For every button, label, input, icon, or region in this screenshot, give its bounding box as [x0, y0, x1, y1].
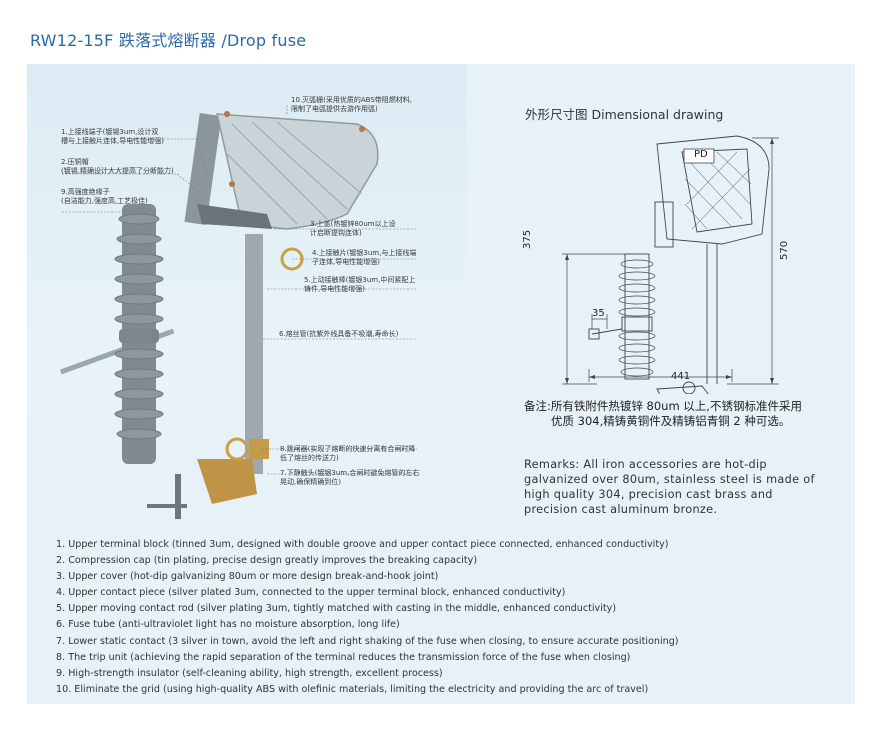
remarks-english: Remarks: All iron accessories are hot-di…: [524, 458, 815, 516]
callout-2-line2: (镀锡,精确设计大大提高了分断能力): [61, 167, 174, 175]
list-item: 8. The trip unit (achieving the rapid se…: [56, 651, 631, 663]
note-chinese-line1: 备注:所有铁附件热镀锌 80um 以上,不锈钢标准件采用: [524, 399, 802, 413]
callout-9-line1: 9.高强度绝缘子: [61, 188, 110, 196]
feature-list: 1. Upper terminal block (tinned 3um, des…: [56, 537, 679, 698]
dimensional-drawing: [562, 135, 779, 394]
list-item: 1. Upper terminal block (tinned 3um, des…: [56, 539, 669, 550]
list-item: 3. Upper cover (hot-dip galvanizing 80um…: [56, 571, 439, 583]
drop-fuse-illustration: [59, 104, 417, 519]
list-item: 2. Compression cap (tin plating, precise…: [56, 555, 478, 567]
note-chinese-line2: 优质 304,精铸黄铜件及精铸铝青铜 2 种可选。: [551, 414, 791, 428]
list-item: 4. Upper contact piece (silver plated 3u…: [56, 587, 566, 599]
page-title: RW12-15F 跌落式熔断器 /Drop fuse: [30, 31, 307, 50]
callout-7-line2: 晃动,确保精确到位): [280, 478, 341, 486]
callout-10-line1: 10.灭弧栅(采用优质的ABS带阻燃材料,: [291, 96, 412, 104]
dim-570-label: 570: [779, 240, 790, 260]
callout-8-line1: 8.跳闸器(实现了熔断的快速分离有合闸时降: [280, 445, 416, 453]
dim-441-label: 441: [671, 371, 691, 382]
list-item: 5. Upper moving contact rod (silver plat…: [56, 603, 617, 615]
dim-375-label: 375: [522, 229, 533, 249]
callout-7-line1: 7.下静触头(镀银3um,合闸时避免熔管的左右: [280, 469, 420, 477]
product-photo: 10.灭弧栅(采用优质的ABS带阻燃材料, 限制了电弧提供去游作用弧) 1.上接…: [27, 64, 467, 534]
callout-5-line1: 5.上动接触棒(镀银3um,中间紧配上: [304, 276, 416, 284]
callout-2-line1: 2.压铜帽: [61, 158, 89, 166]
callout-1-line2: 槽与上接触片连体,导电性能增强): [61, 137, 164, 145]
callout-4-line1: 4.上接触片(镀银3um,与上接线端: [312, 249, 417, 257]
pd-label: PD: [694, 149, 708, 160]
callout-3-line2: 计启断提钩连体): [310, 229, 362, 237]
note-chinese: 备注:所有铁附件热镀锌 80um 以上,不锈钢标准件采用 优质 304,精铸黄铜…: [524, 399, 844, 429]
callout-10-line2: 限制了电弧提供去游作用弧): [291, 105, 378, 113]
list-item: 9. High-strength insulator (self-cleanin…: [56, 667, 443, 679]
list-item: 10. Eliminate the grid (using high-quali…: [56, 683, 649, 695]
product-panel: 10.灭弧栅(采用优质的ABS带阻燃材料, 限制了电弧提供去游作用弧) 1.上接…: [27, 64, 855, 704]
callout-6: 6.熔丝管(抗紫外线具备不吸潮,寿命长): [279, 330, 399, 338]
callout-5-line2: 铸件,导电性能增强): [304, 285, 365, 293]
dimensional-drawing-title: 外形尺寸图 Dimensional drawing: [525, 107, 724, 122]
dim-35-label: 35: [592, 308, 605, 319]
callout-4-line2: 子连体,导电性能增强): [312, 258, 380, 266]
callout-3-line1: 3.上盖(热镀锌80um以上设: [310, 220, 396, 228]
list-item: 7. Lower static contact (3 silver in tow…: [56, 635, 679, 647]
callout-1-line1: 1.上接线端子(镀锡3um,设计双: [61, 128, 159, 136]
callout-9-line2: (自洁能力,强度高,工艺极佳): [61, 197, 148, 205]
list-item: 6. Fuse tube (anti-ultraviolet light has…: [56, 619, 400, 631]
callout-8-line2: 低了熔丝的传送力): [280, 454, 339, 462]
